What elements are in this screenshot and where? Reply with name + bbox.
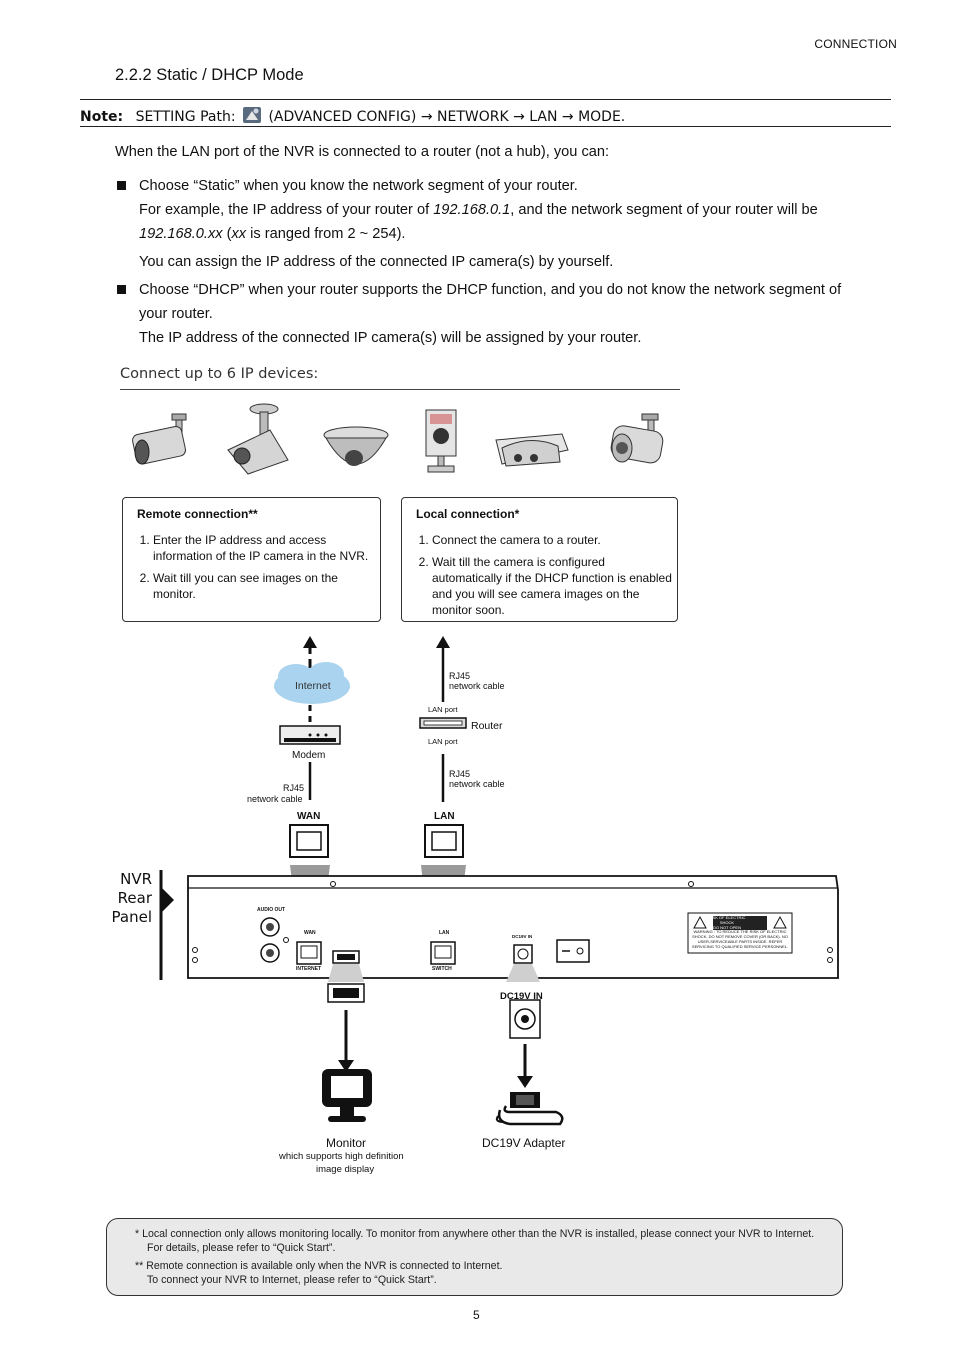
bullet-camera-icon (132, 413, 187, 465)
wan-label: WAN (297, 811, 321, 822)
bullet-camera-icon (610, 413, 664, 464)
footnote-line: * Local connection only allows monitorin… (135, 1228, 815, 1240)
advanced-config-icon (242, 106, 262, 124)
dc-small-label: DC19V IN (512, 934, 533, 939)
ceiling-camera-icon (227, 403, 289, 475)
bullet-marker (117, 181, 126, 190)
arrow-up-icon (303, 636, 317, 648)
internet-cloud-icon (274, 662, 350, 704)
internet-label: Internet (295, 680, 331, 692)
note-top-rule (80, 99, 891, 100)
lan-port-label: LAN port (428, 705, 458, 714)
monitor-label: Monitor (326, 1136, 367, 1150)
note-path: (ADVANCED CONFIG) → NETWORK → LAN → MODE… (268, 109, 626, 125)
static-line-3: 192.168.0.xx (xx is ranged from 2 ~ 254)… (139, 226, 406, 242)
power-adapter-icon (495, 1092, 564, 1126)
local-connection-box: Local connection* Connect the camera to … (401, 497, 678, 622)
note-label: Note: (80, 109, 124, 125)
static-line-1: Choose “Static” when you know the networ… (139, 178, 578, 194)
diagram-subtitle-rule (120, 389, 680, 390)
monitor-desc: which supports high definition (279, 1151, 404, 1162)
rj45-label: RJ45 (449, 769, 471, 779)
wall-camera-icon (495, 433, 569, 467)
arrow-down-icon (517, 1076, 533, 1088)
dc19v-in-label: DC19V IN (500, 991, 543, 1002)
note-prefix: SETTING Path: (135, 109, 236, 125)
running-header: CONNECTION (814, 37, 897, 51)
remote-step: Enter the IP address and access informat… (153, 532, 380, 564)
rj45-label: RJ45 (449, 671, 471, 681)
bullet-static: Choose “Static” when you know the networ… (139, 174, 899, 274)
section-title: 2.2.2 Static / DHCP Mode (115, 66, 304, 84)
switch-small-label: SWITCH (432, 966, 452, 972)
adapter-label: DC19V Adapter (482, 1136, 566, 1150)
lan-port-label: LAN port (428, 737, 458, 746)
rj45-label: RJ45 (283, 783, 305, 793)
lan-small-label: LAN (439, 930, 450, 936)
arrow-up-icon (436, 636, 450, 648)
note-bottom-rule (80, 126, 891, 127)
bullet-marker (117, 285, 126, 294)
nvr-rear-panel (187, 875, 839, 979)
network-cable-label: network cable (449, 681, 505, 691)
network-cable-label: network cable (449, 779, 505, 789)
nvr-rear-panel-label: NVR Rear Panel (111, 870, 152, 926)
wan-small-label: WAN (304, 930, 316, 936)
router-label: Router (471, 720, 503, 732)
internet-small-label: INTERNET (296, 966, 321, 972)
footnote-line: To connect your NVR to Internet, please … (147, 1274, 437, 1286)
modem-icon (279, 725, 341, 745)
warning-label: RISK OF ELECTRIC SHOCK DO NOT OPEN WARNI… (691, 915, 789, 949)
lan-port-icon (424, 824, 464, 858)
local-box-title: Local connection* (416, 507, 520, 521)
monitor-desc: image display (316, 1164, 375, 1175)
pointer-arrow-icon (162, 888, 174, 912)
remote-step: Wait till you can see images on the moni… (153, 570, 380, 602)
arrow-down-icon (338, 1060, 354, 1072)
modem-label: Modem (292, 750, 326, 761)
footnote-line: ** Remote connection is available only w… (135, 1260, 503, 1272)
static-line-2: For example, the IP address of your rout… (139, 202, 818, 218)
static-line-4: You can assign the IP address of the con… (139, 254, 614, 270)
dhcp-line-2: your router. (139, 306, 213, 322)
ip-camera-row (132, 403, 664, 475)
remote-box-title: Remote connection** (137, 507, 258, 521)
dhcp-line-1: Choose “DHCP” when your router supports … (139, 282, 842, 298)
lan-label: LAN (434, 811, 455, 822)
dhcp-line-3: The IP address of the connected IP camer… (139, 330, 642, 346)
audio-out-label: AUDIO OUT (257, 907, 286, 913)
router-icon (419, 717, 467, 729)
page-number: 5 (473, 1308, 480, 1322)
local-step: Connect the camera to a router. (432, 532, 677, 548)
box-camera-icon (425, 409, 457, 473)
intro-text: When the LAN port of the NVR is connecte… (115, 144, 610, 160)
monitor-icon (322, 1069, 372, 1122)
remote-connection-box: Remote connection** Enter the IP address… (122, 497, 381, 622)
note-setting-path: Note: SETTING Path: (ADVANCED CONFIG) → … (80, 106, 625, 125)
diagram-subtitle: Connect up to 6 IP devices: (120, 366, 319, 382)
footnote-box: * Local connection only allows monitorin… (106, 1218, 843, 1296)
bullet-dhcp: Choose “DHCP” when your router supports … (139, 278, 899, 350)
network-cable-label: network cable (247, 794, 303, 804)
wiring-diagram (159, 636, 839, 1126)
dome-camera-icon (323, 426, 389, 466)
wan-port-icon (289, 824, 329, 858)
local-step: Wait till the camera is configured autom… (432, 554, 677, 618)
footnote-line: For details, please refer to “Quick Star… (147, 1242, 336, 1254)
